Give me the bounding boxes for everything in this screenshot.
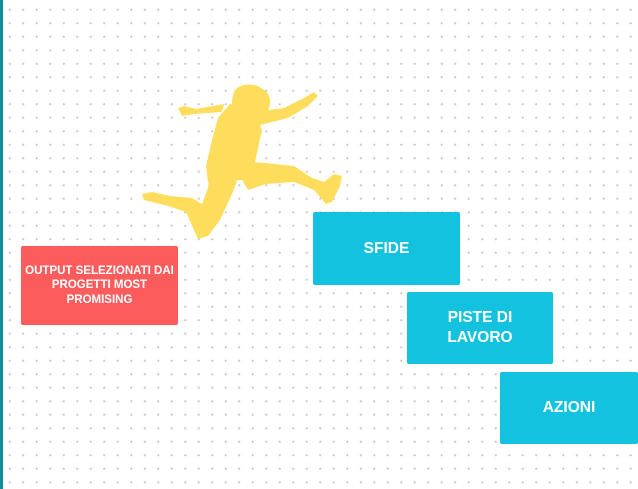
output-selection-box: OUTPUT SELEZIONATI DAI PROGETTI MOST PRO… — [21, 246, 178, 325]
step-sfide-label: SFIDE — [363, 239, 410, 257]
step-azioni-label: AZIONI — [542, 399, 596, 416]
output-selection-label: OUTPUT SELEZIONATI DAI PROGETTI MOST PRO… — [25, 264, 174, 306]
step-azioni: AZIONI — [500, 372, 638, 444]
step-piste-di-lavoro-label: PISTE DI LAVORO — [447, 309, 513, 346]
left-edge-bar — [0, 0, 3, 489]
step-sfide: SFIDE — [313, 212, 460, 285]
step-piste-di-lavoro: PISTE DI LAVORO — [407, 292, 553, 364]
jumping-person-icon — [142, 84, 342, 239]
